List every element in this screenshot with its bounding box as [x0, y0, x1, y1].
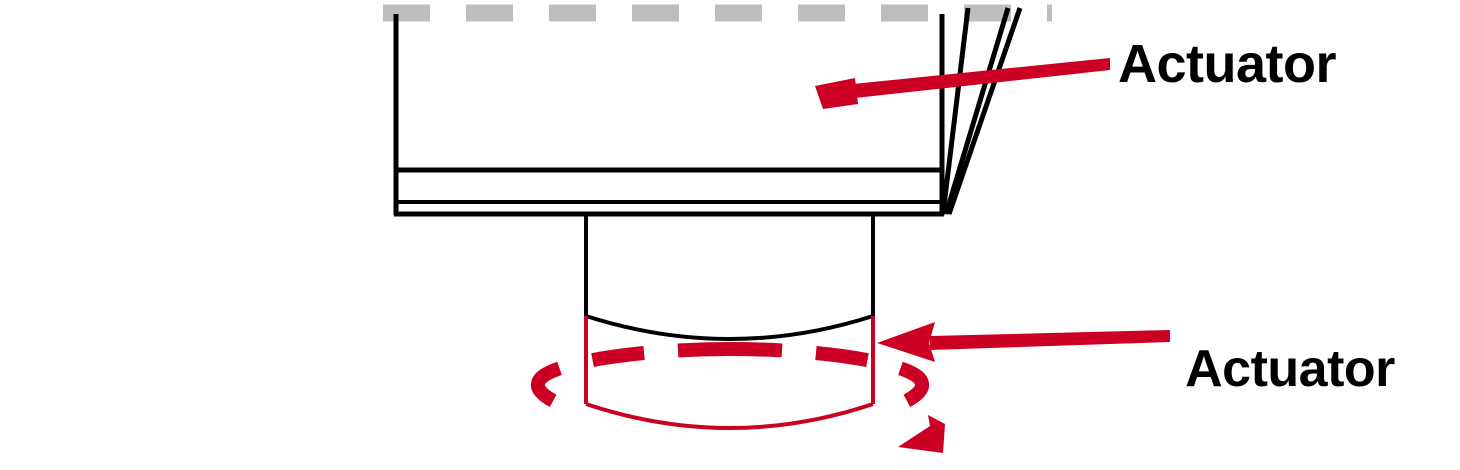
rotation-arrowhead-icon: [898, 415, 945, 453]
label-actuator: Actuator: [1118, 34, 1337, 94]
rotation-indicator-dashed-ellipse: [531, 342, 929, 416]
actuator-callout-leader: [815, 58, 1110, 109]
actuator-cylinder: [584, 215, 875, 341]
actuator-diagonal-lines: [940, 7, 1023, 215]
actuator-plastic-foot-callout-leader: [877, 322, 1170, 362]
appliance-body-outline: [393, 14, 945, 217]
actuator-plastic-foot: [584, 316, 875, 430]
label-foot-line-1: Actuator: [1185, 340, 1395, 399]
label-actuator-plastic-foot: Actuator plastic foot: [1140, 232, 1440, 470]
